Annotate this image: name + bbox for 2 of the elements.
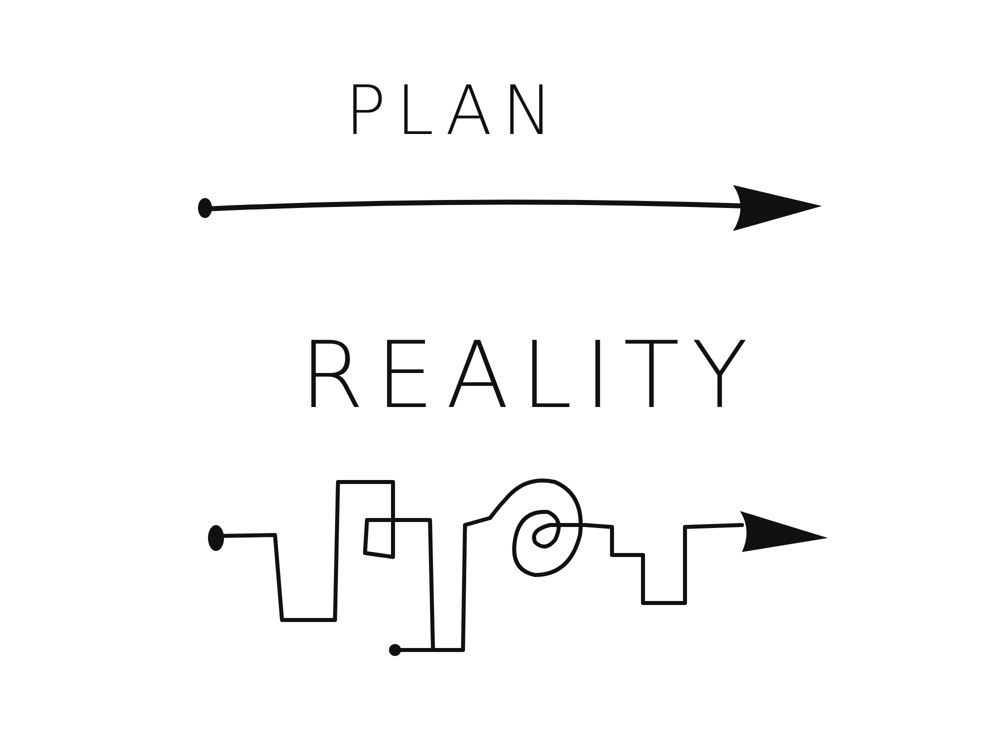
handwritten-heading: REALITY: [300, 330, 760, 422]
handwritten-heading: PLAN: [345, 78, 563, 146]
